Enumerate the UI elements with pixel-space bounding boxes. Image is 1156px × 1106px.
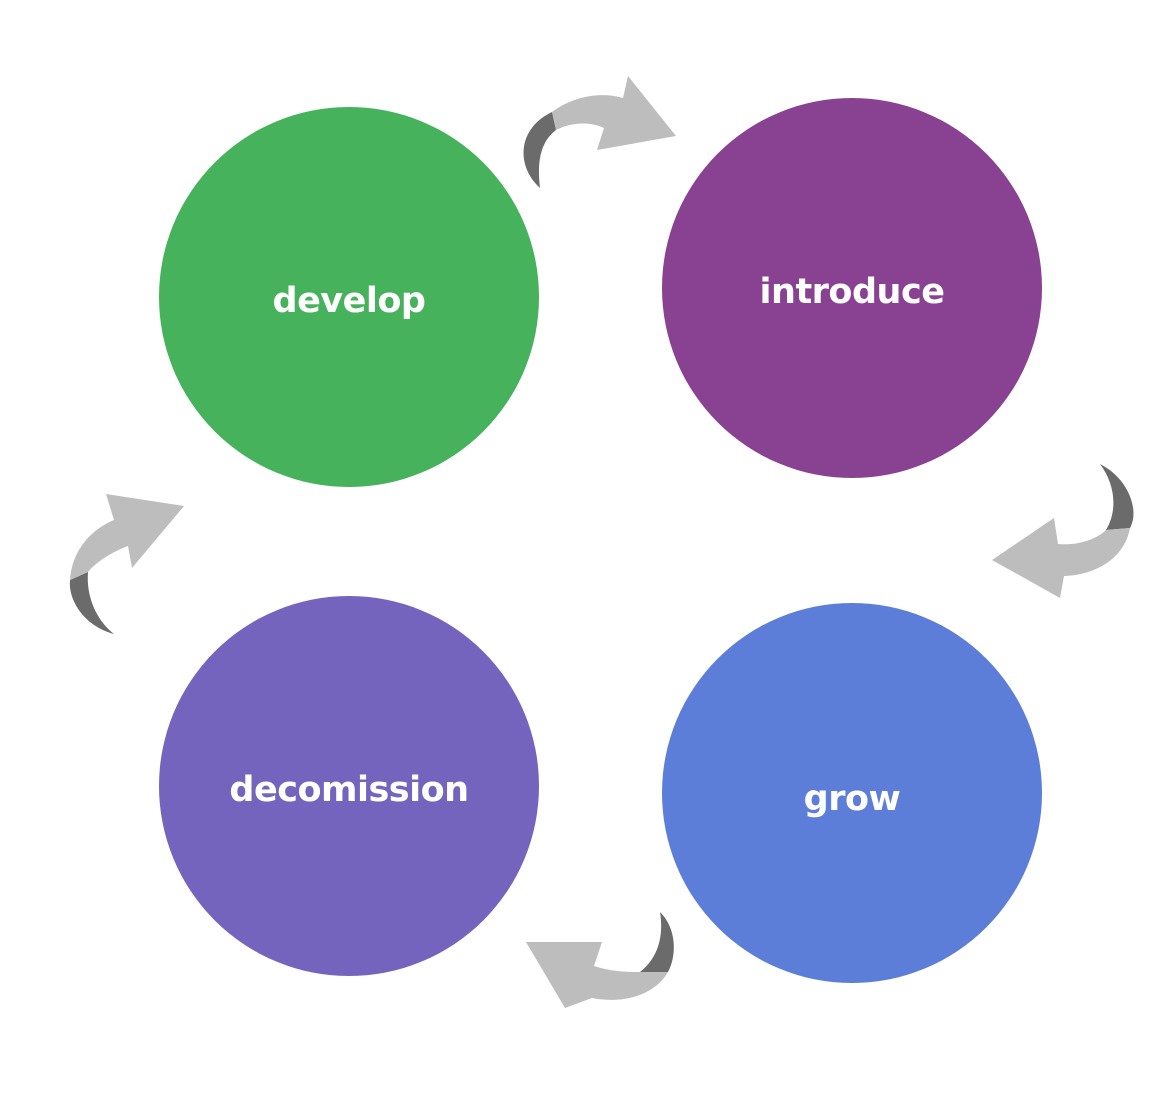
stage-decomission-label: decomission <box>229 770 469 810</box>
stage-introduce-label: introduce <box>759 272 945 312</box>
stage-decomission: decomission <box>159 596 539 976</box>
stage-grow: grow <box>662 603 1042 983</box>
curved-arrow-icon <box>69 494 184 634</box>
curved-arrow-icon <box>992 464 1134 598</box>
stage-introduce: introduce <box>662 98 1042 478</box>
stage-develop: develop <box>159 107 539 487</box>
curved-arrow-icon <box>526 912 674 1008</box>
stage-develop-label: develop <box>272 281 426 321</box>
curved-arrow-icon <box>523 76 676 188</box>
stage-grow-label: grow <box>803 779 901 819</box>
